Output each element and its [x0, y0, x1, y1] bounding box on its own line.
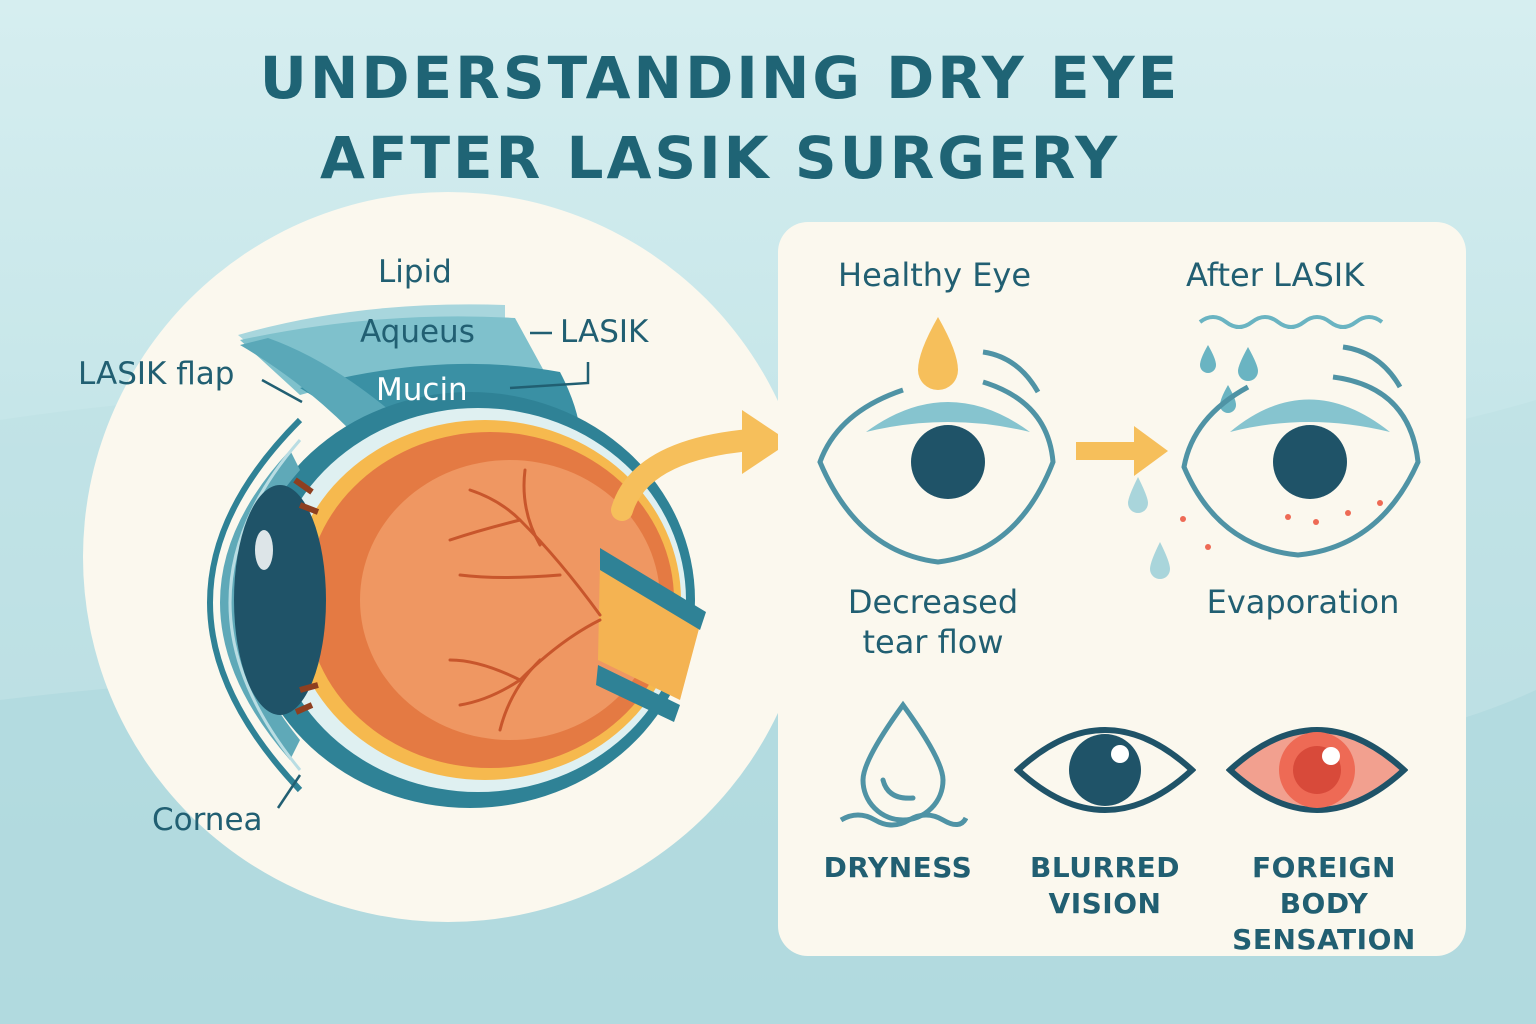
leader-cornea: [276, 774, 302, 809]
page-title-line-1: UNDERSTANDING DRY EYE: [259, 44, 1181, 112]
label-aqueous: Aqueus: [360, 314, 475, 350]
comparison-arrow: [1076, 426, 1168, 476]
water-drop-icon: [860, 700, 946, 823]
label-mucin: Mucin: [376, 372, 468, 408]
after-eye-pupil: [1273, 425, 1347, 499]
transition-arrow-head: [742, 410, 790, 474]
retinal-vessels: [448, 468, 602, 732]
symptom-dryness-line-1: DRYNESS: [823, 851, 973, 884]
healthy-eye-heading: Healthy Eye: [838, 256, 1032, 294]
symptom-foreign-line-2: SENSATION: [1232, 923, 1416, 956]
after-lasik-heading: After LASIK: [1186, 256, 1365, 294]
page-title-line-2: AFTER LASIK SURGERY: [319, 124, 1121, 192]
lens-highlight: [255, 530, 273, 570]
symptom-blurred-line-1: BLURRED: [1030, 851, 1180, 884]
after-caption: Evaporation: [1206, 583, 1400, 621]
blurred-vision-symptom-icon: [1014, 727, 1196, 813]
after-eye-lid: [1230, 399, 1390, 432]
lasik-flap: [240, 338, 395, 430]
vitreous-glow: [360, 460, 660, 740]
comparison-panel: Healthy Eye After LASIK: [778, 222, 1466, 956]
healthy-eye-lid: [866, 402, 1030, 432]
healthy-caption-line-1: Decreased: [847, 583, 1019, 621]
leader-lasik-vertical: [509, 362, 590, 390]
healthy-eye-illustration: [817, 317, 1056, 565]
lens: [234, 485, 326, 715]
leader-lasik-flap: [261, 378, 303, 404]
falling-tear-drops: [1128, 477, 1170, 579]
symptom-foreign-line-1: FOREIGN BODY: [1252, 851, 1396, 920]
symptom-blurred-line-2: VISION: [1048, 887, 1162, 920]
healthy-eye-outline: [817, 379, 1056, 565]
healthy-caption: Decreased tear flow: [818, 582, 1048, 662]
after-eye-outline: [1181, 374, 1421, 558]
cornea-outline: [207, 417, 303, 793]
cornea: [220, 450, 300, 760]
healthy-eye-pupil: [911, 425, 985, 499]
optic-nerve: [598, 560, 700, 700]
evaporation-wave-icon: [1198, 315, 1384, 329]
healthy-eye-brow: [982, 349, 1041, 394]
cornea-inner-line: [228, 439, 302, 771]
evaporating-drops-icon: [1200, 345, 1258, 413]
dryness-symptom-icon: [839, 700, 968, 828]
tear-drop-icon: [918, 317, 958, 390]
redness-dots: [1285, 500, 1383, 525]
label-cornea: Cornea: [152, 802, 263, 838]
label-lasik: LASIK: [560, 314, 649, 350]
red-dots-outer: [1180, 516, 1211, 550]
optic-nerve-sheath: [596, 548, 706, 722]
symptom-dryness-label: DRYNESS: [808, 850, 988, 886]
after-lasik-eye-illustration: [1128, 315, 1421, 579]
foreign-body-symptom-icon: [1226, 727, 1408, 813]
ciliary-body: [293, 477, 320, 715]
label-lipid: Lipid: [378, 254, 452, 290]
transition-arrow: [611, 429, 761, 521]
symptom-blurred-vision-label: BLURRED VISION: [1010, 850, 1200, 922]
symptom-foreign-body-label: FOREIGN BODY SENSATION: [1204, 850, 1444, 958]
after-eye-brow: [1342, 344, 1403, 389]
healthy-caption-line-2: tear flow: [862, 623, 1004, 661]
label-lasik-flap: LASIK flap: [78, 356, 235, 392]
